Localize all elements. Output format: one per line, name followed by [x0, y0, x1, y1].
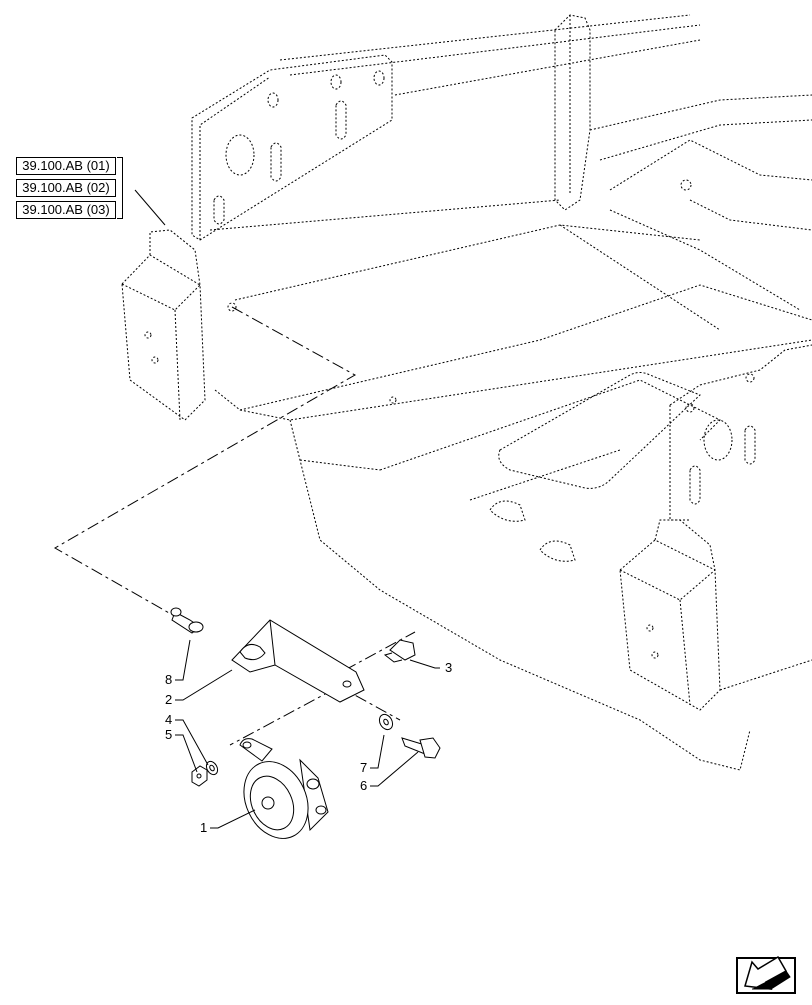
previous-view-arrow-icon[interactable] [736, 955, 796, 994]
callout-4: 4 [165, 712, 172, 727]
bolt-part-6 [401, 737, 441, 759]
horn-part [239, 738, 329, 839]
callout-7: 7 [360, 760, 367, 775]
callout-5: 5 [165, 727, 172, 742]
callout-6: 6 [360, 778, 367, 793]
reference-link-03[interactable]: 39.100.AB (03) [16, 201, 116, 219]
assembly-centerlines [53, 306, 416, 746]
callout-3: 3 [445, 660, 452, 675]
callout-1: 1 [200, 820, 207, 835]
reference-link-02[interactable]: 39.100.AB (02) [16, 179, 116, 197]
bolt-part-3 [383, 639, 416, 663]
nut-part-5 [191, 765, 208, 787]
reference-group-bracket [117, 157, 123, 219]
reference-link-01[interactable]: 39.100.AB (01) [16, 157, 116, 175]
callout-8: 8 [165, 672, 172, 687]
tractor-frame [121, 14, 812, 771]
spacer-part [170, 607, 204, 634]
washer-part-7 [378, 713, 394, 731]
callout-2: 2 [165, 692, 172, 707]
washer-part-4 [205, 760, 219, 776]
leader-lines [134, 189, 440, 829]
mounting-bracket-part [231, 619, 365, 703]
